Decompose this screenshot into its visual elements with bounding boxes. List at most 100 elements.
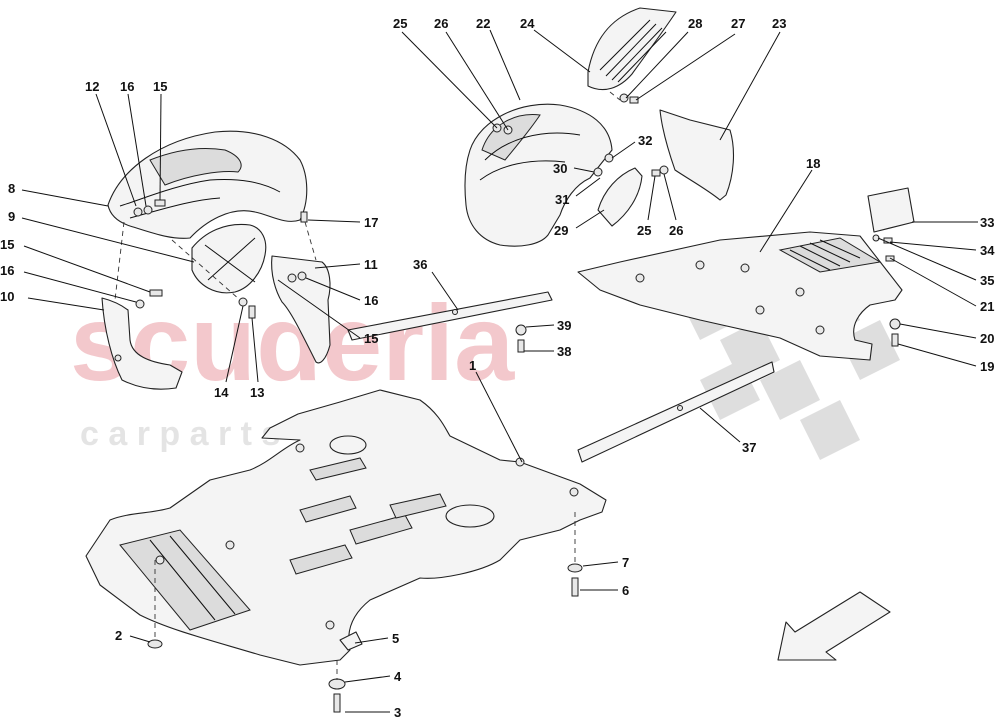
callout-label: 5 <box>392 631 399 646</box>
rear-strip <box>577 361 775 463</box>
callout-32: 32 <box>611 133 652 159</box>
callout-label: 12 <box>85 79 99 94</box>
callout-label: 24 <box>520 16 535 31</box>
callout-16-left: 16 <box>0 263 137 303</box>
callout-17: 17 <box>307 215 378 230</box>
callout-label: 39 <box>557 318 571 333</box>
callout-label: 38 <box>557 344 571 359</box>
callout-13: 13 <box>250 317 264 400</box>
callout-26-lower: 26 <box>663 173 683 238</box>
callout-label: 35 <box>980 273 994 288</box>
callout-label: 30 <box>553 161 567 176</box>
callout-label: 7 <box>622 555 629 570</box>
callout-label: 21 <box>980 299 994 314</box>
callout-18: 18 <box>759 156 820 253</box>
callout-37: 37 <box>699 407 756 455</box>
callout-label: 1 <box>469 358 476 373</box>
callout-label: 31 <box>555 192 569 207</box>
callout-label: 6 <box>622 583 629 598</box>
callout-label: 36 <box>413 257 427 272</box>
rear-undertray-fasteners <box>889 318 901 347</box>
callout-2: 2 <box>115 628 151 643</box>
callout-label: 26 <box>434 16 448 31</box>
callout-23: 23 <box>719 16 786 141</box>
callout-36: 36 <box>413 257 459 311</box>
callout-label: 15 <box>0 237 14 252</box>
callout-19: 19 <box>897 343 994 374</box>
callout-label: 28 <box>688 16 702 31</box>
callout-label: 34 <box>980 243 995 258</box>
callout-14: 14 <box>214 305 244 400</box>
callout-8: 8 <box>8 181 109 207</box>
callout-7: 7 <box>582 555 629 570</box>
rear-wheel-arch-liner <box>464 103 613 247</box>
callout-label: 17 <box>364 215 378 230</box>
front-strip <box>347 291 553 341</box>
callout-label: 25 <box>637 223 651 238</box>
callout-16-bracket: 16 <box>305 277 378 308</box>
callout-20: 20 <box>899 323 994 346</box>
callout-6: 6 <box>580 583 629 598</box>
callout-39: 39 <box>525 318 571 333</box>
direction-arrow <box>777 591 891 661</box>
callout-label: 20 <box>980 331 994 346</box>
callout-5: 5 <box>354 631 399 646</box>
callout-label: 25 <box>393 16 407 31</box>
rear-splash-panel <box>597 167 643 227</box>
callout-label: 13 <box>250 385 264 400</box>
callout-22: 22 <box>476 16 521 101</box>
callout-label: 15 <box>364 331 378 346</box>
rear-vent-grille <box>587 7 677 91</box>
callout-label: 2 <box>115 628 122 643</box>
left-bracket <box>271 255 331 364</box>
left-wheel-arch-liner <box>107 130 308 239</box>
callout-10: 10 <box>0 289 105 311</box>
callout-label: 11 <box>364 257 378 272</box>
rear-undertray <box>577 231 903 361</box>
callout-label: 23 <box>772 16 786 31</box>
callout-15-upper: 15 <box>153 79 167 201</box>
callout-label: 15 <box>153 79 167 94</box>
callout-label: 18 <box>806 156 820 171</box>
callout-label: 26 <box>669 223 683 238</box>
callout-34: 34 <box>889 241 995 258</box>
main-undertray-fasteners <box>147 512 583 713</box>
callout-12: 12 <box>85 79 137 207</box>
callout-label: 8 <box>8 181 15 196</box>
left-splash-panel <box>191 223 267 294</box>
callout-label: 14 <box>214 385 229 400</box>
callout-9: 9 <box>8 209 195 263</box>
watermark-subtitle: c a r p a r t s <box>80 415 280 453</box>
callout-29: 29 <box>554 209 605 238</box>
callout-25-upper: 25 <box>393 16 498 129</box>
callout-15-left: 15 <box>0 237 151 293</box>
callout-label: 32 <box>638 133 652 148</box>
callout-label: 16 <box>120 79 134 94</box>
callout-label: 37 <box>742 440 756 455</box>
callouts: 1 2 3 4 5 6 7 8 <box>0 16 995 720</box>
callout-16-upper: 16 <box>120 79 147 207</box>
callout-3: 3 <box>345 705 401 720</box>
callout-21: 21 <box>889 257 994 314</box>
callout-label: 33 <box>980 215 994 230</box>
callout-1: 1 <box>469 358 523 463</box>
callout-28: 28 <box>625 16 702 99</box>
callout-label: 9 <box>8 209 15 224</box>
callout-35: 35 <box>877 237 994 288</box>
callout-label: 22 <box>476 16 490 31</box>
callout-label: 16 <box>364 293 378 308</box>
callout-27: 27 <box>635 16 745 101</box>
callout-31: 31 <box>555 177 601 207</box>
callout-4: 4 <box>344 669 402 684</box>
callout-label: 3 <box>394 705 401 720</box>
callout-label: 4 <box>394 669 402 684</box>
callout-15-bracket: 15 <box>277 279 378 346</box>
callout-26-upper: 26 <box>434 16 509 131</box>
callout-30: 30 <box>553 161 595 176</box>
left-fasteners <box>114 199 317 319</box>
callout-11: 11 <box>314 257 378 272</box>
callout-label: 27 <box>731 16 745 31</box>
callout-33: 33 <box>912 215 994 230</box>
callout-25-lower: 25 <box>637 175 656 238</box>
